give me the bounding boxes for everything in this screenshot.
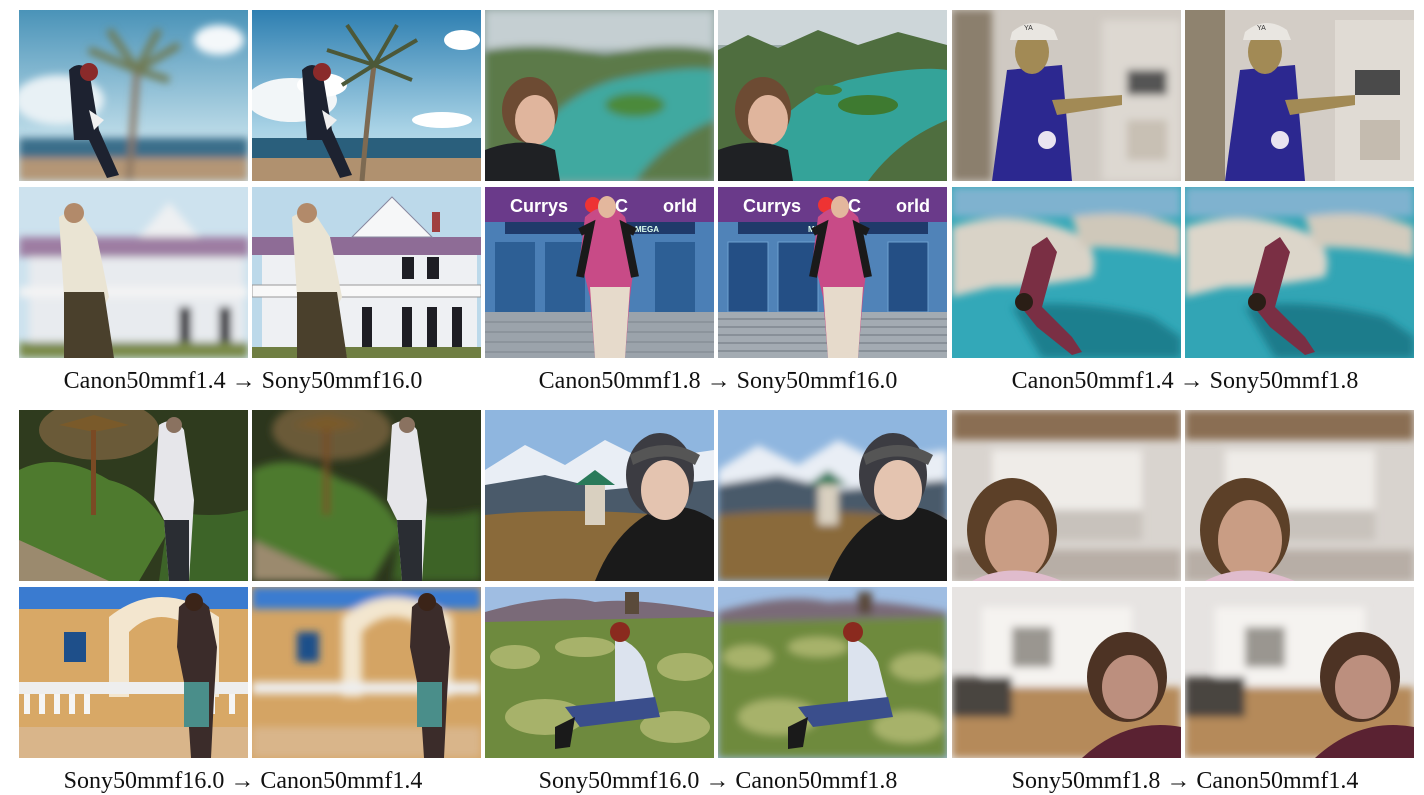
yellow-arch-man-input <box>19 587 248 758</box>
lake-valley-man-input <box>485 10 714 181</box>
cap-text-output: YA <box>1257 25 1266 32</box>
beach-palm-person-input <box>19 10 248 181</box>
lake-valley-man-output <box>718 10 947 181</box>
store-sign-mega: MEGA <box>635 225 659 234</box>
street-cap-man-output: YA <box>1185 10 1414 181</box>
mountain-phone-woman-output <box>718 410 947 581</box>
cliff-sea-diver-output <box>1185 187 1414 358</box>
caption-group-1: Canon50mmf1.4 → Sony50mmf16.0 <box>63 368 423 394</box>
caption-group-5: Sony50mmf16.0 → Canon50mmf1.8 <box>538 768 898 794</box>
store-sign-currys: Currys <box>510 196 568 216</box>
cliff-sea-diver-input <box>952 187 1181 358</box>
street-cap-man-input: YA <box>952 10 1181 181</box>
volcano-shrub-man-input <box>485 587 714 758</box>
living-room-woman-output <box>1185 587 1414 758</box>
beach-palm-person-output <box>252 10 481 181</box>
garden-lamp-man-output <box>252 410 481 581</box>
caption-group-4: Sony50mmf16.0 → Canon50mmf1.4 <box>63 768 423 794</box>
store-sign-orld: orld <box>663 196 697 216</box>
victorian-house-woman-input <box>19 187 248 358</box>
store-front-woman-input: Currys PC orld MEGA <box>485 187 714 358</box>
volcano-shrub-man-output <box>718 587 947 758</box>
lobby-girl-output <box>1185 410 1414 581</box>
yellow-arch-man-output <box>252 587 481 758</box>
living-room-woman-input <box>952 587 1181 758</box>
mountain-phone-woman-input <box>485 410 714 581</box>
caption-group-6: Sony50mmf1.8 → Canon50mmf1.4 <box>1011 768 1359 794</box>
cap-text: YA <box>1024 25 1033 32</box>
caption-group-3: Canon50mmf1.4 → Sony50mmf1.8 <box>1011 368 1359 394</box>
victorian-house-woman-output <box>252 187 481 358</box>
store-sign-currys-output: Currys <box>743 196 801 216</box>
store-front-woman-output: Currys PC orld MEGA <box>718 187 947 358</box>
caption-group-2: Canon50mmf1.8 → Sony50mmf16.0 <box>538 368 898 394</box>
lobby-girl-input <box>952 410 1181 581</box>
garden-lamp-man-input <box>19 410 248 581</box>
store-sign-orld-output: orld <box>896 196 930 216</box>
